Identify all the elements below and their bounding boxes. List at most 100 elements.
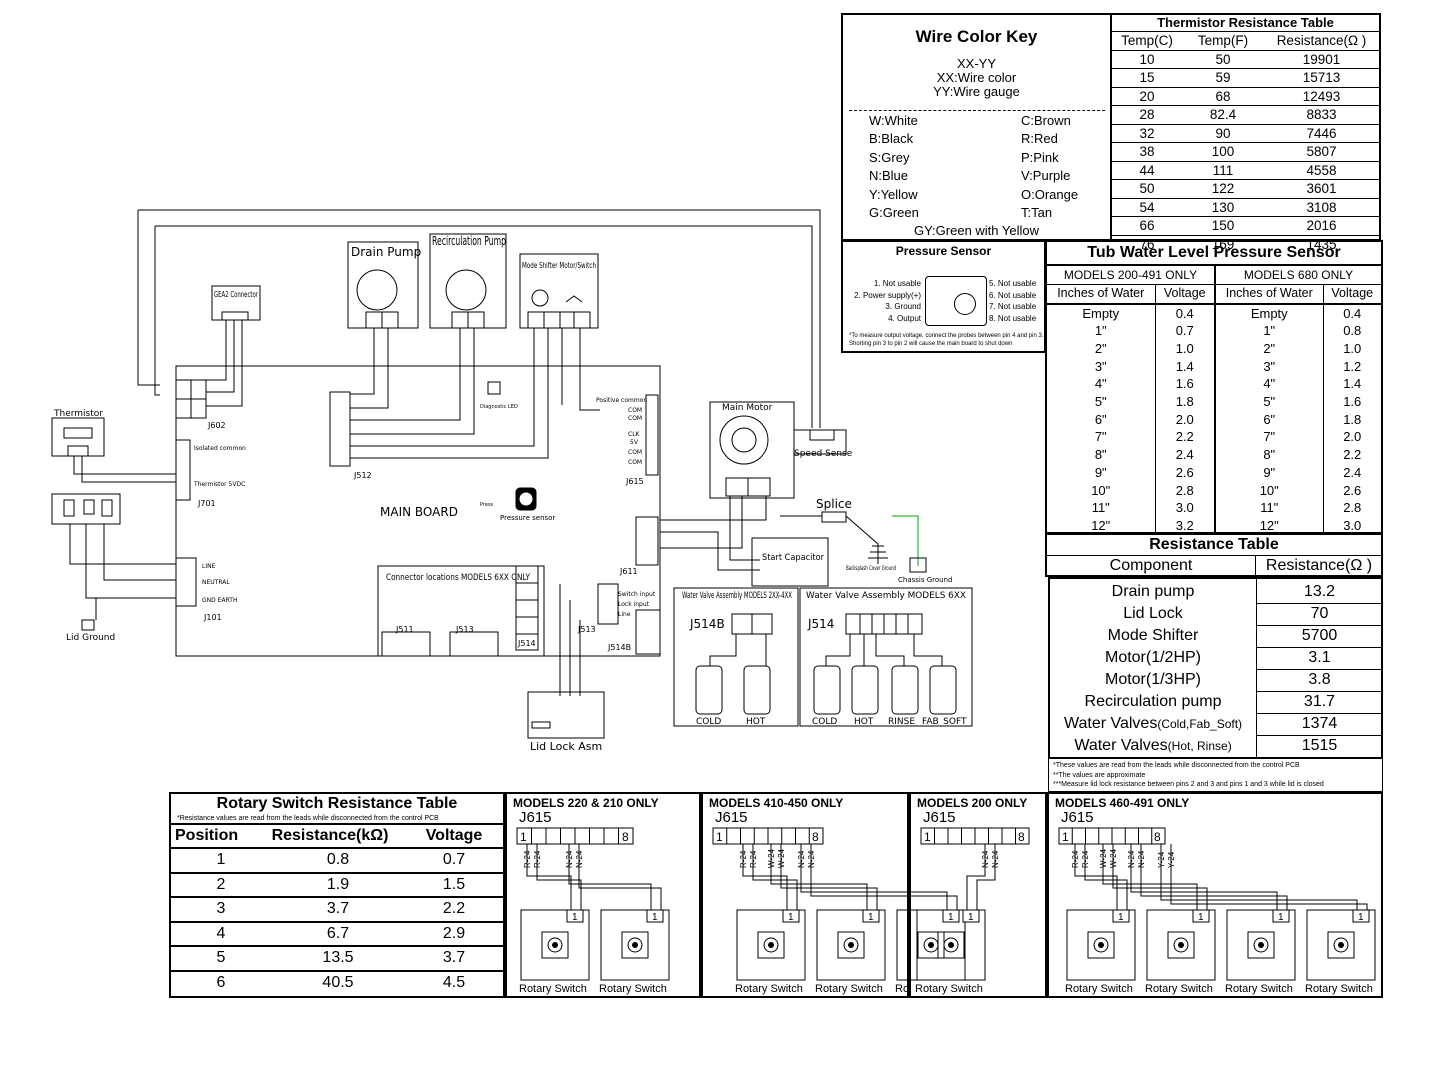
- tub-cell: 2.6: [1155, 463, 1216, 482]
- rotary-cell: 0.7: [442, 851, 466, 868]
- connector-pin-first: 1: [716, 830, 723, 844]
- resistance-component: Recirculation pump: [1050, 691, 1256, 713]
- resistance-component-name: Water Valves: [1074, 737, 1168, 754]
- rotary-switch-pin-box: [782, 909, 800, 923]
- th-cell: 12493: [1302, 88, 1341, 104]
- rotary-switch-pin: 1: [652, 912, 658, 923]
- th-cell: 54: [1139, 199, 1155, 215]
- resistance-component: Motor(1/2HP): [1050, 647, 1256, 669]
- resistance-notes: *These values are read from the leads wh…: [1048, 758, 1383, 792]
- rotary-header: Position: [175, 827, 239, 844]
- switch-wire: [780, 844, 878, 910]
- wire-key-yy: YY:Wire gauge: [933, 84, 1020, 99]
- wire-label: N-24: [807, 850, 816, 868]
- tub-cell: 1.0: [1155, 339, 1216, 358]
- diagnostic-led-label: Diagnostic LED: [480, 404, 518, 410]
- rotary-switch-label: Ro: [895, 983, 909, 995]
- switch-wire: [1130, 844, 1278, 910]
- rotary-knob-center: [1258, 942, 1264, 948]
- pin-label: 3. Ground: [885, 302, 921, 311]
- tub-header: Inches of Water: [1047, 284, 1156, 304]
- th-cell: 10: [1139, 51, 1155, 67]
- wv-6xx-title: Water Valve Assembly MODELS 6XX: [806, 591, 966, 601]
- pressure-sensor-board-label: Pressure sensor: [500, 514, 555, 522]
- j514-valve-label: J514: [807, 617, 834, 631]
- wire-label: R-24: [749, 850, 758, 868]
- wire-label: N-24: [797, 850, 806, 868]
- resistance-value: 3.8: [1308, 671, 1331, 688]
- wire-key-divider: [849, 110, 1105, 111]
- rotary-panel-title: MODELS 410-450 ONLY: [709, 796, 844, 810]
- th-cell: 59: [1215, 70, 1231, 85]
- resistance-component-name: Water Valves: [1063, 715, 1158, 732]
- cold-label-2: COLD: [812, 717, 837, 727]
- j615-label: J615: [625, 477, 644, 486]
- wire-label: Y-24: [1157, 851, 1166, 868]
- rotary-knob-center: [848, 942, 854, 948]
- rotary-cell: 4: [216, 924, 226, 942]
- rotary-knob-icon: [1247, 931, 1275, 959]
- th-header: Resistance(Ω ): [1276, 33, 1367, 48]
- wire-key-format: XX-YY XX:Wire color YY:Wire gauge: [843, 57, 1110, 99]
- th-cell: 7446: [1306, 125, 1337, 141]
- pin-label: 2. Power supply(+): [854, 290, 921, 300]
- wire-key-right-item: T:Tan: [1021, 205, 1053, 221]
- connector-pin-last: 8: [622, 830, 629, 844]
- rotary-knob-circle: [1333, 937, 1349, 953]
- tub-cell: 4": [1215, 375, 1324, 394]
- tub-cell: 10": [1047, 481, 1156, 500]
- rotary-knob-icon: [541, 931, 569, 959]
- tub-cell: 2.6: [1343, 482, 1362, 498]
- tub-cell: 1.6: [1343, 394, 1362, 410]
- rotary-switch-label: Rotary Switch: [519, 983, 587, 995]
- tub-cell: Empty: [1047, 304, 1156, 323]
- rotary-panel-title: MODELS 200 ONLY: [917, 796, 1028, 810]
- rotary-knob-icon: [837, 931, 865, 959]
- rotary-knob-icon: [621, 931, 649, 959]
- rotary-knob-circle: [1253, 937, 1269, 953]
- wire-label: W-24: [767, 848, 776, 868]
- th-cell: 28: [1139, 107, 1155, 122]
- tub-cell: 2.8: [1343, 500, 1362, 516]
- rotary-switch-body: [816, 909, 886, 981]
- j101-label: J101: [203, 613, 222, 622]
- rotary-cell: 13.5: [322, 949, 354, 967]
- resistance-row-line: [1256, 625, 1381, 626]
- rotary-knob-icon: [1087, 931, 1115, 959]
- recirc-pump-label: Recirculation Pump: [432, 234, 506, 248]
- rotary-switch-body: [736, 909, 806, 981]
- rotary-cell: 5: [216, 949, 226, 967]
- lock-input-label: Lock input: [618, 601, 650, 608]
- rotary-knob-circle: [843, 937, 859, 953]
- th-header: Temp(C): [1121, 33, 1173, 48]
- thermistor-table-title: Thermistor Resistance Table: [1112, 15, 1379, 32]
- switch-wire: [578, 844, 662, 910]
- rotary-switch-label: Rotary Switch: [1225, 983, 1293, 995]
- rotary-switch-label: Rotary Switch: [815, 983, 883, 995]
- resistance-divider: [1256, 579, 1257, 757]
- tub-cell: 6": [1047, 410, 1156, 429]
- pin-label: 4. Output: [888, 313, 921, 323]
- resistance-value: 70: [1310, 605, 1329, 622]
- wire-key-right-item: R:Red: [1021, 131, 1058, 147]
- gea2-label: GEA2 Connector: [214, 290, 258, 299]
- pressure-right-pins: 5. Not usable 6. Not usable 7. Not usabl…: [989, 278, 1036, 324]
- switch-wire: [568, 844, 652, 910]
- rotary-switch-pin: 1: [948, 912, 954, 923]
- switch-wire: [770, 844, 868, 910]
- tub-cell: 1.4: [1155, 357, 1216, 376]
- rotary-knob-center: [928, 942, 934, 948]
- rotary-switch-pin-box: [566, 909, 584, 923]
- tub-cell: 3.2: [1155, 516, 1216, 535]
- switch-wire: [1140, 844, 1288, 910]
- wire-label: W-24: [1099, 848, 1108, 868]
